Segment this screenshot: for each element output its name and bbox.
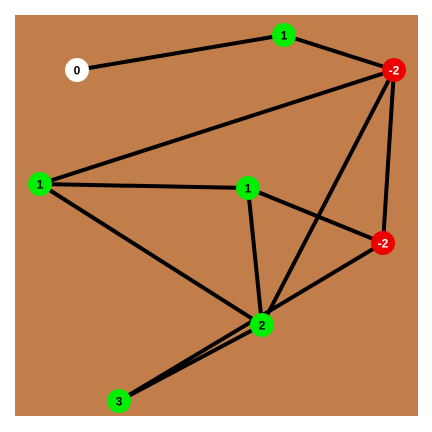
edge-n3-n4 [38,182,250,190]
edge-n2-n6 [260,68,396,327]
node-label: -2 [378,237,389,251]
edge-n0-n1 [75,33,286,72]
node-label: 2 [259,319,266,333]
node-label: 1 [281,29,288,43]
edge-layer [38,33,396,403]
edge-n3-n6 [38,182,264,327]
edge-n6-n7 [117,323,264,403]
node-circle[interactable] [272,23,296,47]
node-label: -2 [389,64,400,78]
node-label: 0 [74,64,81,78]
node-layer: 0 1 -2 1 1 -2 2 3 [28,23,406,413]
node-circle[interactable] [236,176,260,200]
graph-node-n4[interactable]: 1 [236,176,260,200]
edge-n2-n3 [38,68,396,186]
graph-node-n6[interactable]: 2 [250,313,274,337]
graph-node-n3[interactable]: 1 [28,172,52,196]
node-label: 1 [245,182,252,196]
node-circle[interactable] [371,231,395,255]
graph-node-n5[interactable]: -2 [371,231,395,255]
node-label: 3 [116,395,123,409]
node-circle[interactable] [107,389,131,413]
edge-n4-n5 [246,186,385,245]
node-label: 1 [37,178,44,192]
node-circle[interactable] [382,58,406,82]
graph-node-n7[interactable]: 3 [107,389,131,413]
graph-node-n1[interactable]: 1 [272,23,296,47]
edge-n4-n6 [246,186,264,327]
node-circle[interactable] [250,313,274,337]
graph-node-n0[interactable]: 0 [65,58,89,82]
edge-n2-n5 [381,68,396,245]
edge-n1-n2 [282,33,396,72]
node-circle[interactable] [65,58,89,82]
node-circle[interactable] [28,172,52,196]
graph-node-n2[interactable]: -2 [382,58,406,82]
